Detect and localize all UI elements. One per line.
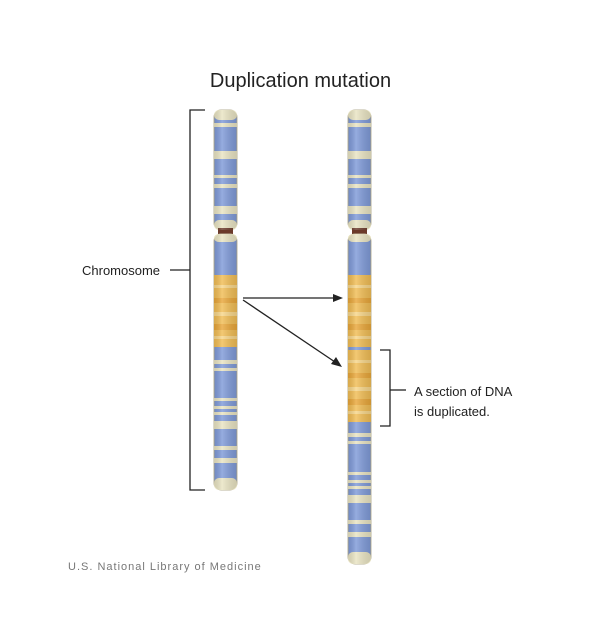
duplicated-section-label: A section of DNA is duplicated. — [414, 382, 512, 422]
chromosome-label: Chromosome — [82, 263, 161, 278]
duplicated-label-line2: is duplicated. — [414, 404, 490, 419]
credit-text: U.S. National Library of Medicine — [68, 561, 262, 573]
duplicated-chromosome — [347, 109, 372, 565]
arrow-icon — [242, 294, 343, 367]
original-chromosome — [213, 109, 238, 491]
duplicated-label-line1: A section of DNA — [414, 384, 513, 399]
chromosome-bracket — [189, 109, 205, 491]
duplication-bracket — [380, 349, 391, 427]
diagram-title: Duplication mutation — [209, 70, 392, 92]
